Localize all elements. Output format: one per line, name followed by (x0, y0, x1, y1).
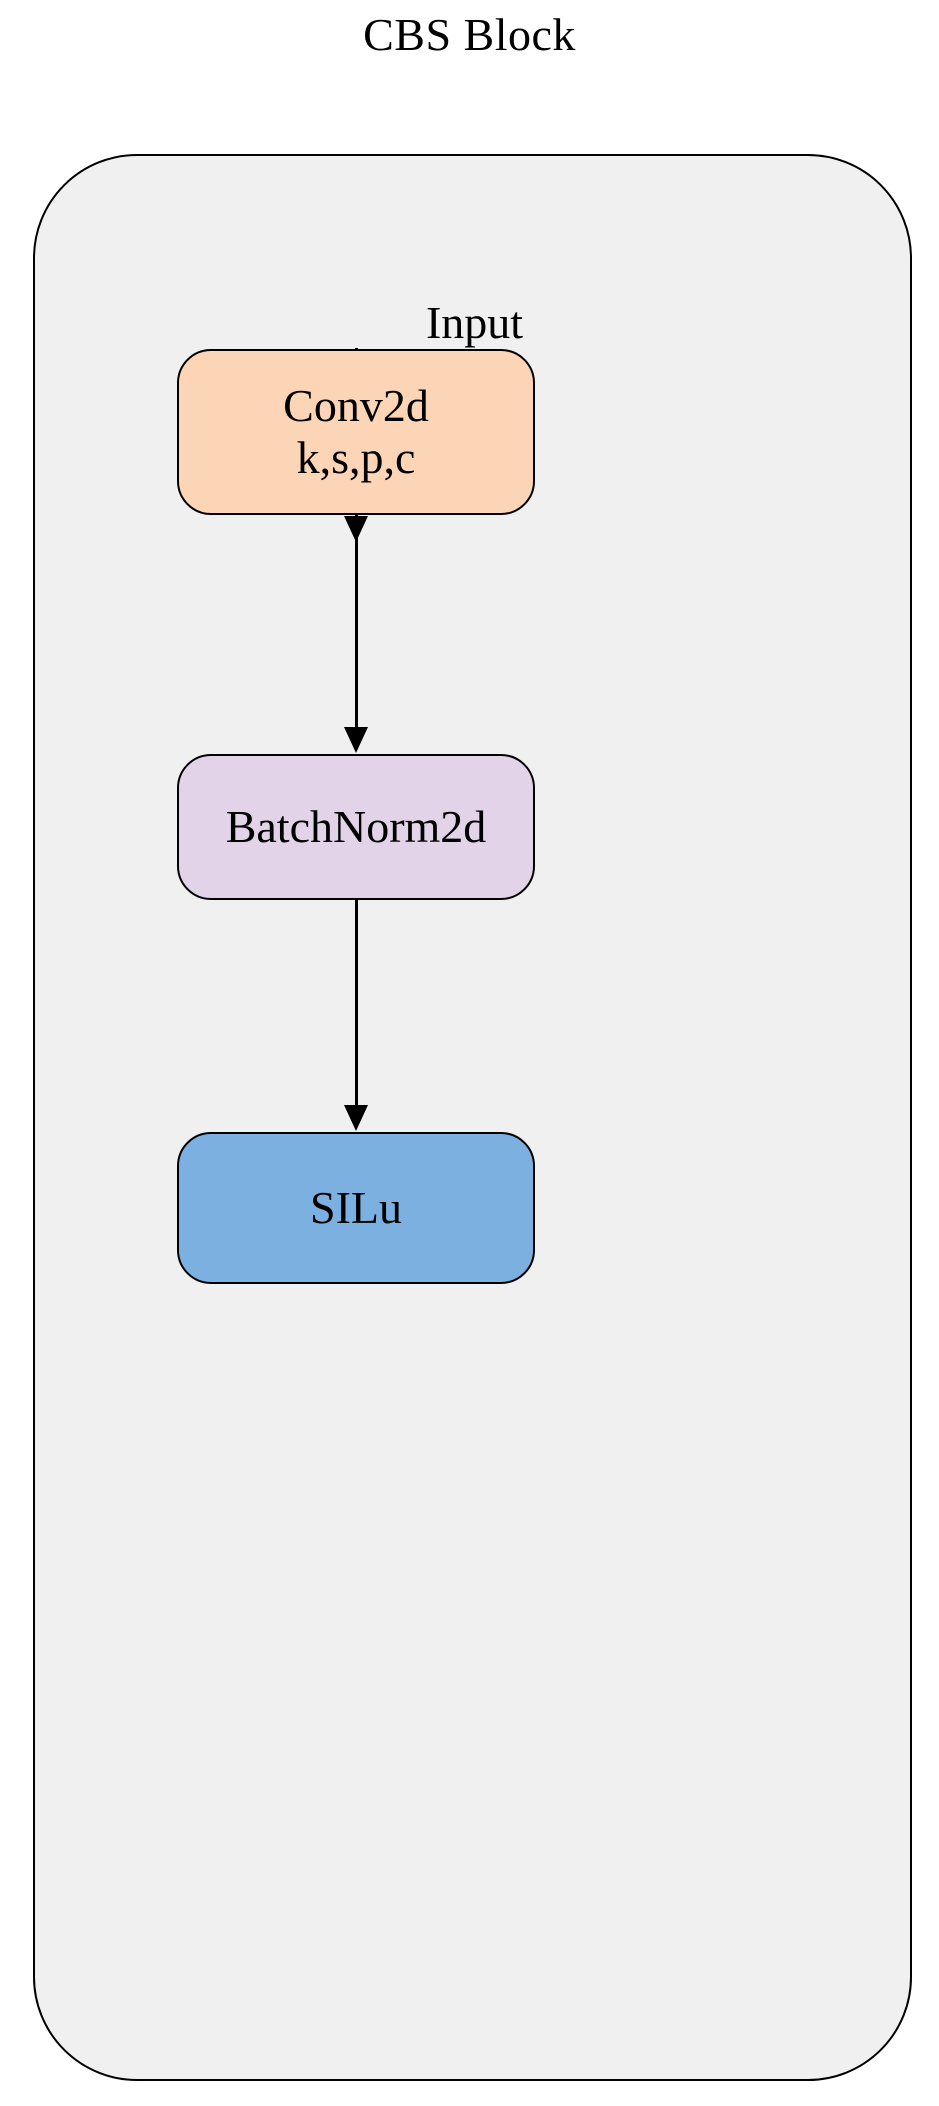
arrow-conv2d-to-batchnorm2d (344, 515, 368, 754)
node-conv2d[interactable]: Conv2d k,s,p,c (177, 349, 535, 515)
arrow-head-icon (344, 1105, 368, 1131)
node-conv2d-line2: k,s,p,c (296, 432, 416, 483)
node-conv2d-line1: Conv2d (283, 379, 429, 431)
node-silu-label: SILu (310, 1181, 402, 1233)
cbs-block-container: Input Conv2d k,s,p,c BatchNorm2d SILu (33, 154, 912, 2081)
node-silu[interactable]: SILu (177, 1132, 535, 1284)
node-batchnorm2d-label: BatchNorm2d (225, 800, 487, 852)
arrow-batchnorm2d-to-silu (344, 900, 368, 1132)
page-title: CBS Block (363, 9, 576, 60)
input-label: Input (425, 297, 524, 348)
node-batchnorm2d[interactable]: BatchNorm2d (177, 754, 535, 900)
arrow-shaft (355, 515, 358, 729)
arrow-head-icon (344, 727, 368, 753)
arrow-shaft (355, 900, 358, 1107)
